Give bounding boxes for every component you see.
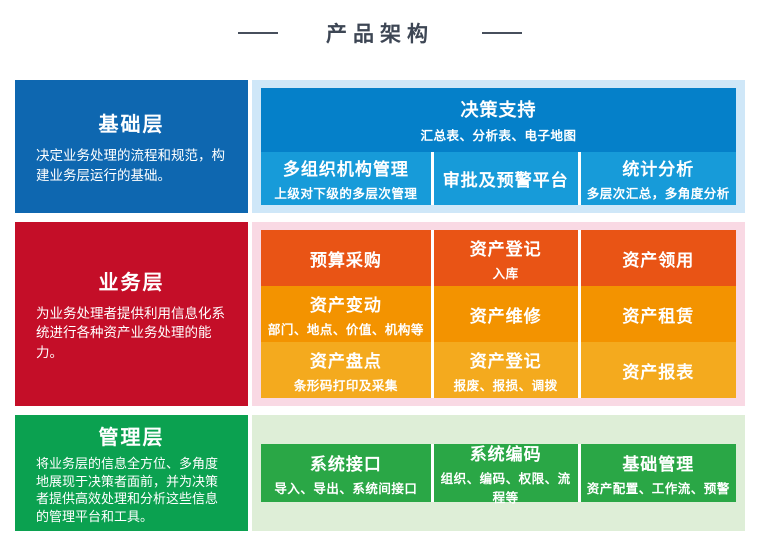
box-subtitle: 导入、导出、系统间接口	[274, 481, 418, 496]
business-panel: 预算采购 资产登记 入库 资产领用 资产变动 部门、地点、价值、机构等 资产维	[252, 222, 745, 406]
basic-management-box: 基础管理 资产配置、工作流、预警	[580, 444, 736, 503]
box-title: 资产变动	[309, 295, 382, 315]
box-subtitle: 资产配置、工作流、预警	[586, 481, 730, 496]
business-layer-description: 为业务处理者提供利用信息化系统进行各种资产业务处理的能力。	[36, 305, 225, 360]
asset-leasing-box: 资产租赁	[580, 286, 736, 342]
title-rule-right	[482, 32, 522, 34]
page-header: 产品架构	[0, 0, 760, 48]
budget-purchase-box: 预算采购	[261, 230, 431, 286]
box-title: 系统接口	[309, 454, 382, 474]
box-title: 资产登记	[469, 239, 542, 259]
page-title: 产品架构	[326, 23, 434, 46]
business-grid: 预算采购 资产登记 入库 资产领用 资产变动 部门、地点、价值、机构等 资产维	[261, 230, 736, 398]
system-coding-box: 系统编码 组织、编码、权限、流程等	[433, 444, 578, 505]
asset-report-box: 资产报表	[580, 342, 736, 398]
box-title: 资产领用	[622, 250, 695, 270]
decision-support-box: 决策支持 汇总表、分析表、电子地图	[261, 88, 736, 152]
layer-business: 业务层 为业务处理者提供利用信息化系统进行各种资产业务处理的能力。 预算采购 资…	[15, 222, 745, 406]
box-title: 审批及预警平台	[442, 171, 569, 190]
box-title: 资产盘点	[309, 351, 382, 371]
box-title: 资产维修	[469, 306, 542, 326]
box-title: 决策支持	[460, 100, 537, 120]
statistical-analysis-box: 统计分析 多层次汇总，多角度分析	[580, 152, 736, 205]
box-title: 资产租赁	[622, 306, 695, 326]
management-panel: 系统接口 导入、导出、系统间接口 系统编码 组织、编码、权限、流程等 基础管理 …	[252, 415, 745, 532]
layer-management: 管理层 将业务层的信息全方位、多角度地展现于决策者面前，并为决策者提供高效处理和…	[15, 415, 745, 532]
foundation-label-box: 基础层 决定业务处理的流程和规范，构建业务层运行的基础。	[15, 80, 248, 213]
management-layer-title: 管理层	[98, 427, 165, 449]
management-layer-description: 将业务层的信息全方位、多角度地展现于决策者面前，并为决策者提供高效处理和分析这些…	[36, 456, 219, 524]
layer-stack: 基础层 决定业务处理的流程和规范，构建业务层运行的基础。 决策支持 汇总表、分析…	[15, 80, 745, 532]
business-layer-title: 业务层	[98, 271, 165, 294]
box-title: 资产登记	[469, 351, 542, 371]
asset-change-box: 资产变动 部门、地点、价值、机构等	[261, 286, 431, 342]
box-subtitle: 条形码打印及采集	[293, 378, 398, 393]
system-interface-box: 系统接口 导入、导出、系统间接口	[261, 444, 431, 503]
box-title: 基础管理	[622, 454, 695, 474]
foundation-layer-title: 基础层	[98, 113, 165, 136]
multi-org-management-box: 多组织机构管理 上级对下级的多层次管理	[261, 152, 431, 205]
layer-foundation: 基础层 决定业务处理的流程和规范，构建业务层运行的基础。 决策支持 汇总表、分析…	[15, 80, 745, 213]
box-subtitle: 上级对下级的多层次管理	[274, 187, 418, 201]
box-subtitle: 组织、编码、权限、流程等	[440, 472, 571, 506]
management-grid: 系统接口 导入、导出、系统间接口 系统编码 组织、编码、权限、流程等 基础管理 …	[261, 444, 736, 505]
approval-warning-platform-box: 审批及预警平台	[433, 152, 578, 205]
box-subtitle: 部门、地点、价值、机构等	[267, 322, 424, 337]
box-subtitle: 汇总表、分析表、电子地图	[420, 129, 577, 143]
box-subtitle: 多层次汇总，多角度分析	[586, 187, 730, 201]
asset-maintenance-box: 资产维修	[433, 286, 578, 342]
box-subtitle: 报废、报损、调拨	[453, 378, 558, 393]
asset-registration-inbound-box: 资产登记 入库	[433, 230, 578, 286]
asset-registration-disposal-box: 资产登记 报废、报损、调拨	[433, 342, 578, 398]
box-title: 系统编码	[469, 445, 542, 465]
business-label-box: 业务层 为业务处理者提供利用信息化系统进行各种资产业务处理的能力。	[15, 222, 248, 406]
box-title: 统计分析	[622, 160, 695, 179]
foundation-grid: 决策支持 汇总表、分析表、电子地图 多组织机构管理 上级对下级的多层次管理 审批…	[261, 88, 736, 205]
title-rule-left	[238, 32, 278, 34]
foundation-layer-description: 决定业务处理的流程和规范，构建业务层运行的基础。	[36, 147, 225, 183]
box-title: 预算采购	[309, 250, 382, 270]
box-subtitle: 入库	[492, 266, 519, 281]
management-label-box: 管理层 将业务层的信息全方位、多角度地展现于决策者面前，并为决策者提供高效处理和…	[15, 415, 248, 532]
box-title: 多组织机构管理	[282, 160, 409, 179]
asset-requisition-box: 资产领用	[580, 230, 736, 286]
asset-inventory-box: 资产盘点 条形码打印及采集	[261, 342, 431, 398]
box-title: 资产报表	[622, 362, 695, 382]
foundation-panel: 决策支持 汇总表、分析表、电子地图 多组织机构管理 上级对下级的多层次管理 审批…	[252, 80, 745, 213]
